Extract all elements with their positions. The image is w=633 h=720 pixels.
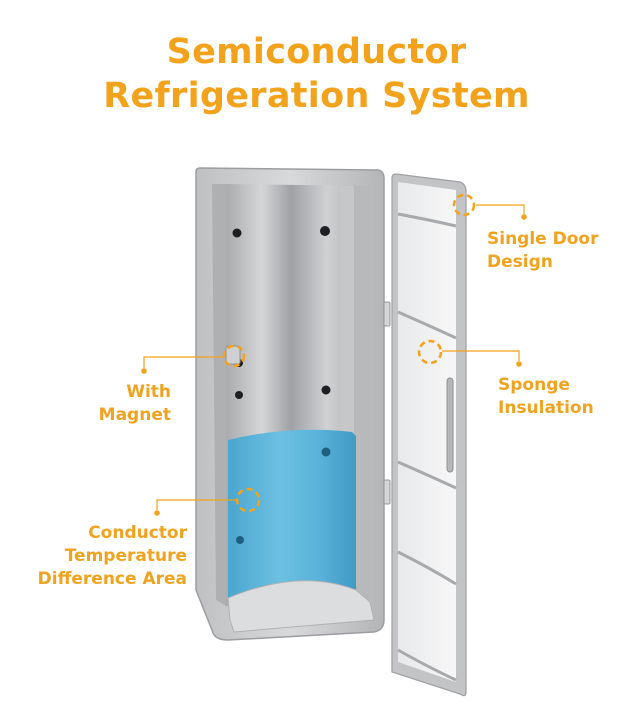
label-single-door: Single Door Design [487,228,598,274]
callout-sponge [417,339,522,367]
label-with-magnet: With Magnet [99,381,171,427]
label-line: Conductor [88,523,187,543]
page-title-line-2: Refrigeration System [103,76,530,116]
dashed-circle-icon [222,344,246,368]
dashed-circle-icon [235,487,261,513]
label-line: With [126,382,171,402]
dashed-circle-icon [417,339,443,365]
label-line: Magnet [98,405,171,425]
callout-conductor [154,487,261,516]
label-sponge-insulation: Sponge Insulation [498,374,594,420]
dot-icon [521,214,527,220]
callout-single-door [452,193,527,220]
dot-icon [516,361,522,367]
door [383,173,467,697]
label-line: Difference Area [37,569,187,589]
label-line: Sponge [498,375,570,395]
label-line: Insulation [498,398,594,418]
label-line: Temperature [64,546,187,566]
dot-icon [154,510,160,516]
label-line: Single Door [487,229,599,249]
cabinet [195,167,385,641]
label-conductor-area: Conductor Temperature Difference Area [38,522,187,591]
label-line: Design [487,252,553,272]
dashed-circle-icon [452,193,476,217]
callout-magnet [141,344,246,374]
dot-icon [141,368,147,374]
page-title-line-1: Semiconductor [166,32,467,72]
